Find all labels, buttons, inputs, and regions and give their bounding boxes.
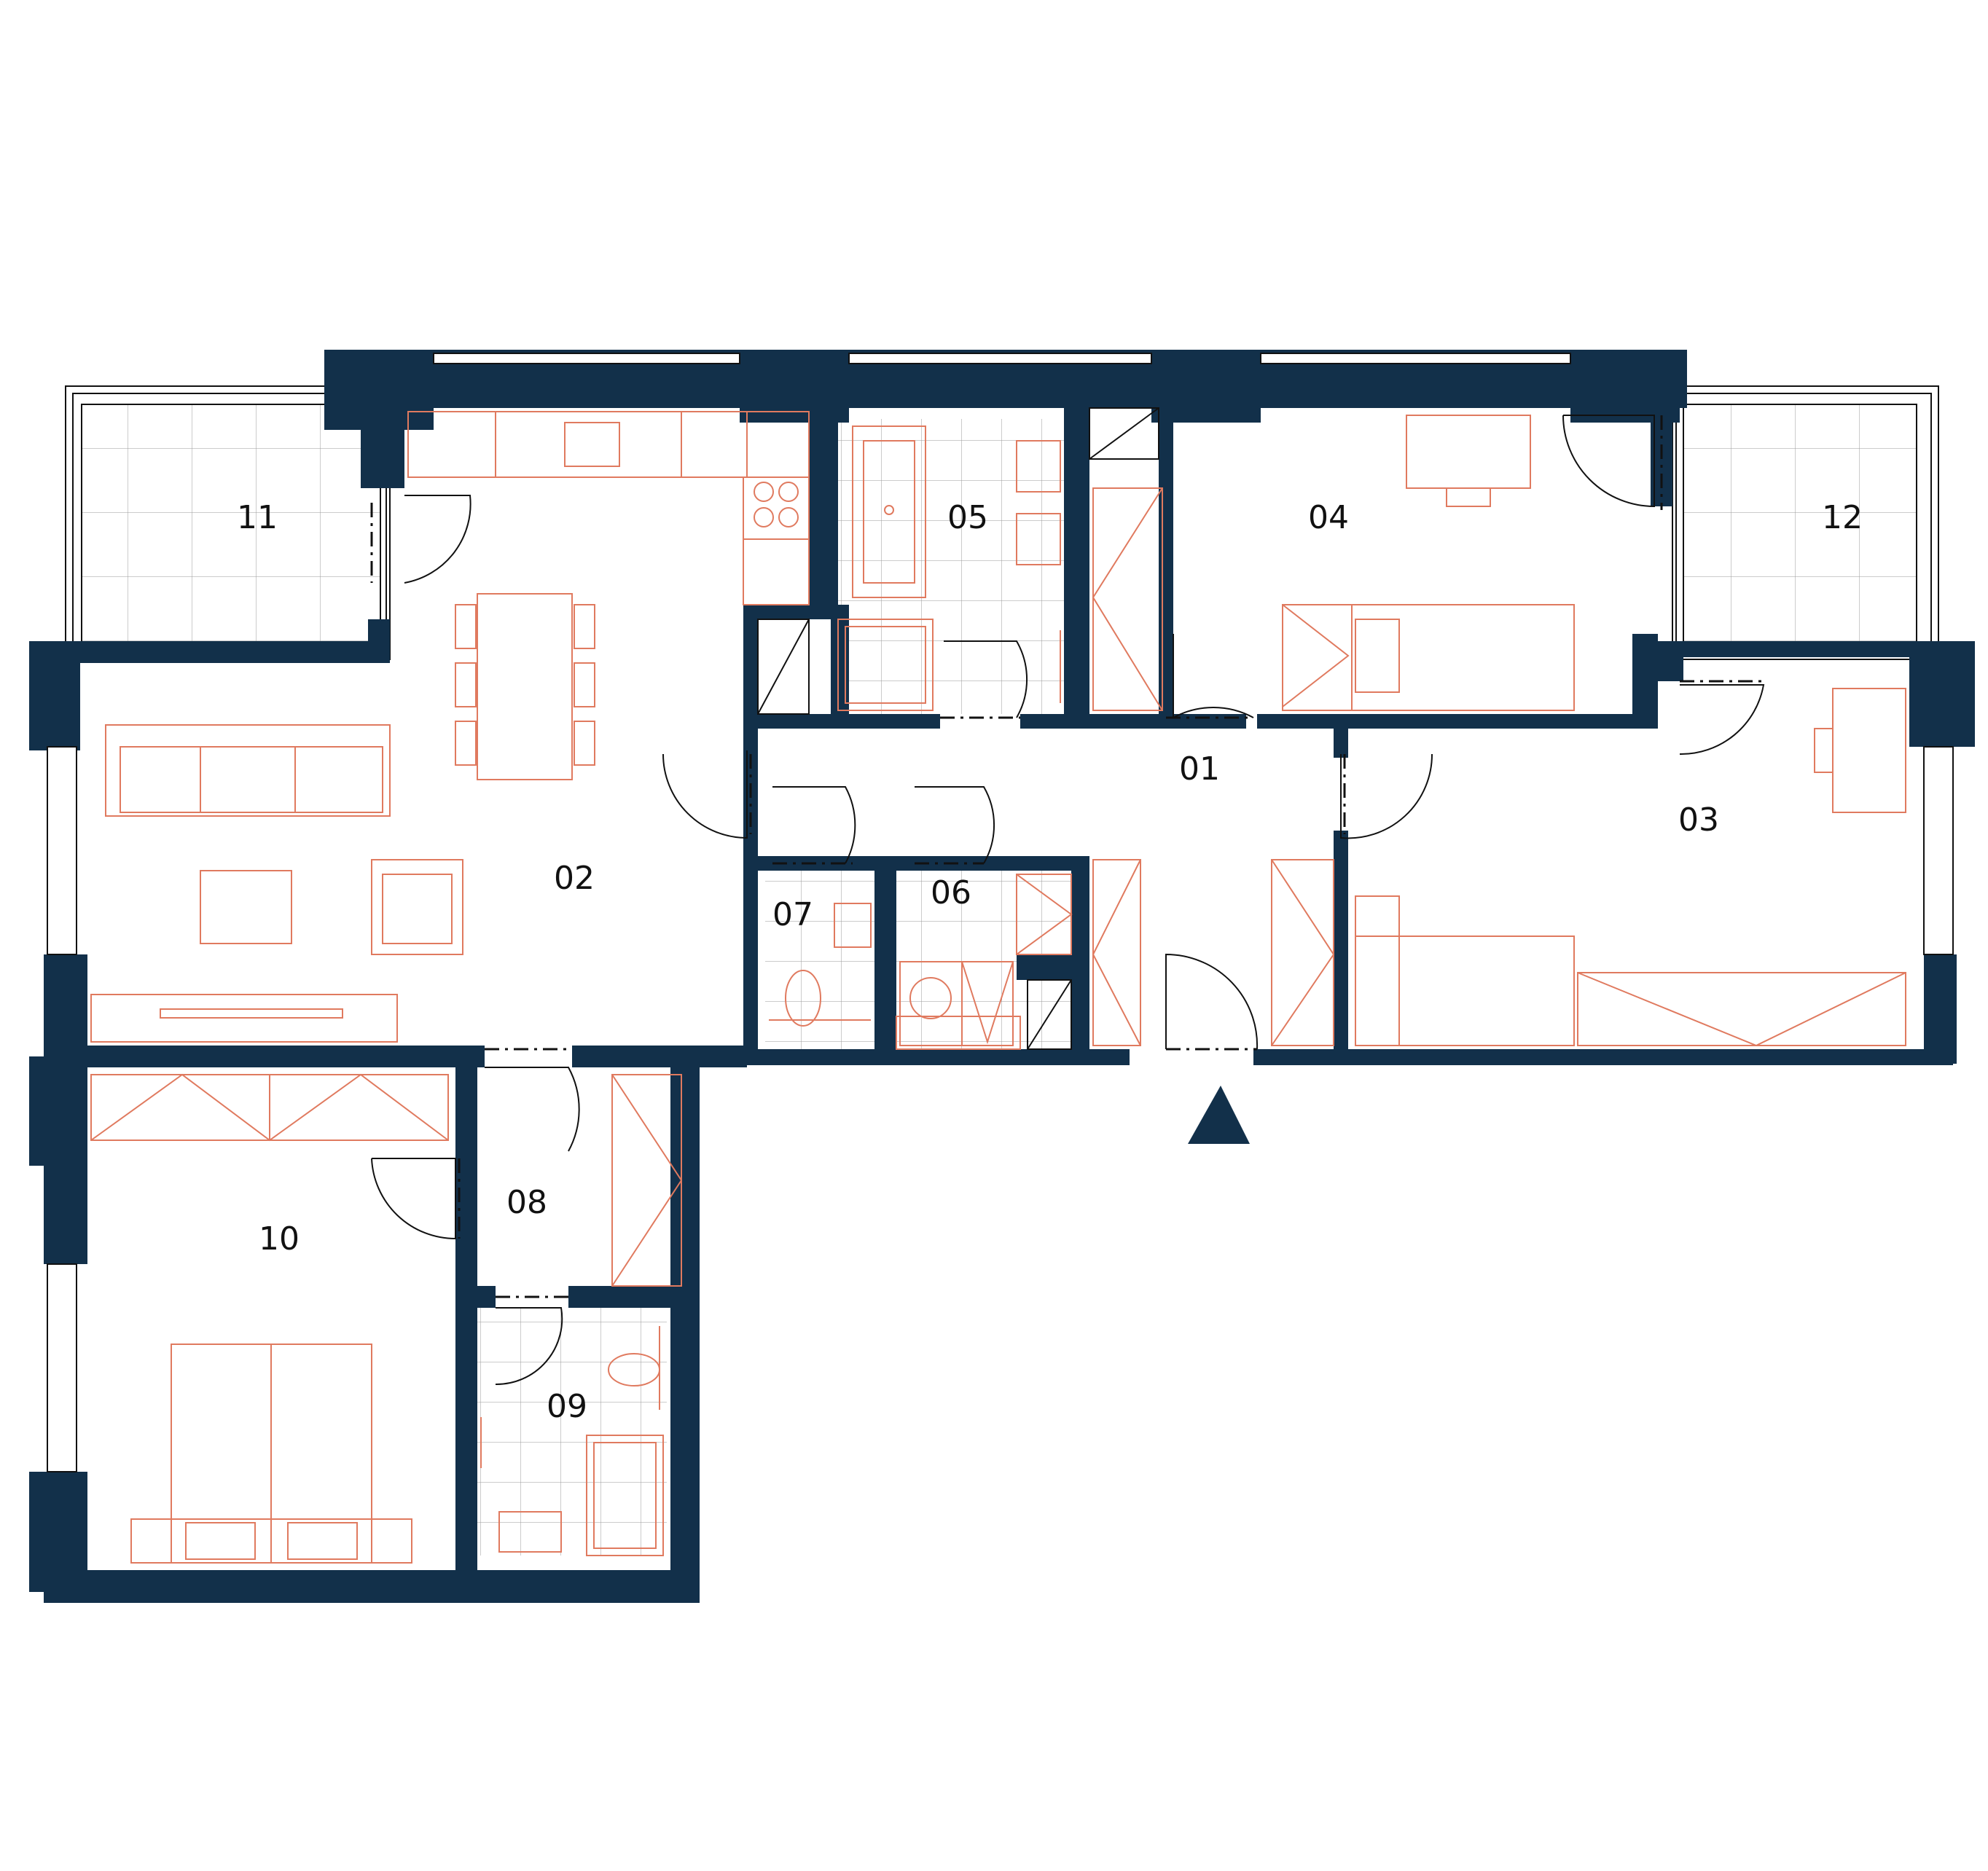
desk (1406, 415, 1531, 489)
balcony-12 (1672, 385, 1939, 660)
bathtub (852, 425, 926, 598)
bed (1355, 936, 1575, 1046)
room-label-08: 08 (506, 1184, 547, 1221)
room-label-10: 10 (259, 1220, 300, 1258)
dining-table (477, 593, 573, 780)
bathroom-05-tiles (838, 419, 1064, 714)
armchair (371, 859, 463, 955)
room-label-11: 11 (237, 499, 278, 536)
washbasin-icon (498, 1511, 562, 1553)
windows (47, 353, 1954, 1472)
room-label-02: 02 (554, 860, 595, 897)
balcony-11 (65, 385, 391, 660)
washbasin-icon (1016, 440, 1061, 493)
kitchen-counter (407, 411, 810, 478)
room-label-06: 06 (931, 874, 971, 911)
bed (1282, 604, 1575, 711)
wardrobe (1092, 487, 1163, 711)
kitchen-counter-side (743, 476, 810, 605)
furniture (90, 407, 1906, 1564)
room-labels: 01 02 03 04 05 06 07 08 09 10 11 12 (237, 499, 1863, 1425)
walls (29, 350, 1975, 1603)
bathroom-09-tiles (474, 1308, 667, 1556)
room-label-04: 04 (1308, 499, 1349, 536)
room-label-12: 12 (1822, 499, 1863, 536)
tv-stand (90, 994, 398, 1043)
doors (370, 415, 1765, 1386)
entrance-arrow-icon (1188, 1086, 1250, 1144)
room-label-09: 09 (547, 1388, 587, 1425)
wardrobe (1577, 972, 1906, 1046)
shower-tray (837, 619, 934, 711)
room-label-03: 03 (1678, 801, 1719, 839)
room-label-07: 07 (772, 896, 813, 933)
room-label-01: 01 (1179, 750, 1220, 788)
sink-icon (564, 422, 620, 467)
coffee-table (200, 870, 292, 944)
shower-tray (586, 1435, 664, 1556)
cooktop-icon (754, 482, 774, 502)
toilet-icon (785, 970, 821, 1027)
room-label-05: 05 (947, 499, 988, 536)
sofa (105, 724, 391, 817)
